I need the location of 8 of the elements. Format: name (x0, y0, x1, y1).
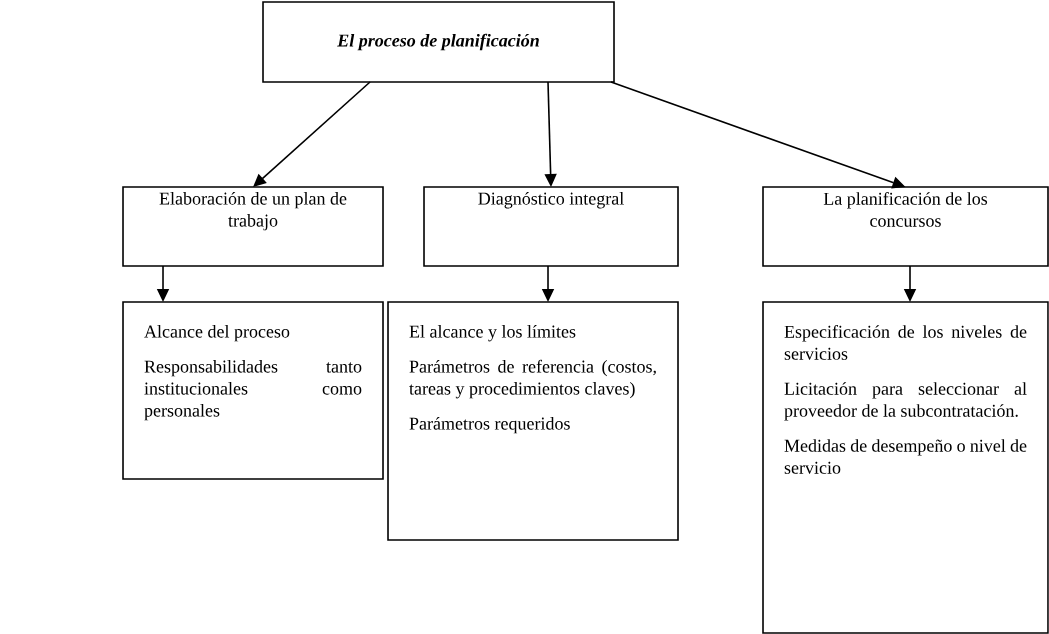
arrow (253, 81, 371, 187)
detail-box: Alcance del proceso Responsabilidades tanto institucionales como personales (122, 301, 384, 480)
detail-box: Especificación de los niveles de servicios Licitación para seleccionar al proveedor de la subcontratación. Medidas de desempeño o nivel de servicio (762, 301, 1049, 634)
category-box: Diagnóstico integral (423, 186, 679, 267)
detail-box: El alcance y los límites Parámetros de referencia (costos, tareas y procedimientos claves) Parámetros requeridos (387, 301, 679, 541)
title-box: El proceso de planificación (262, 1, 615, 83)
category-box: La planificación de los concursos (762, 186, 1049, 267)
category-box: Elaboración de un plan de trabajo (122, 186, 384, 267)
